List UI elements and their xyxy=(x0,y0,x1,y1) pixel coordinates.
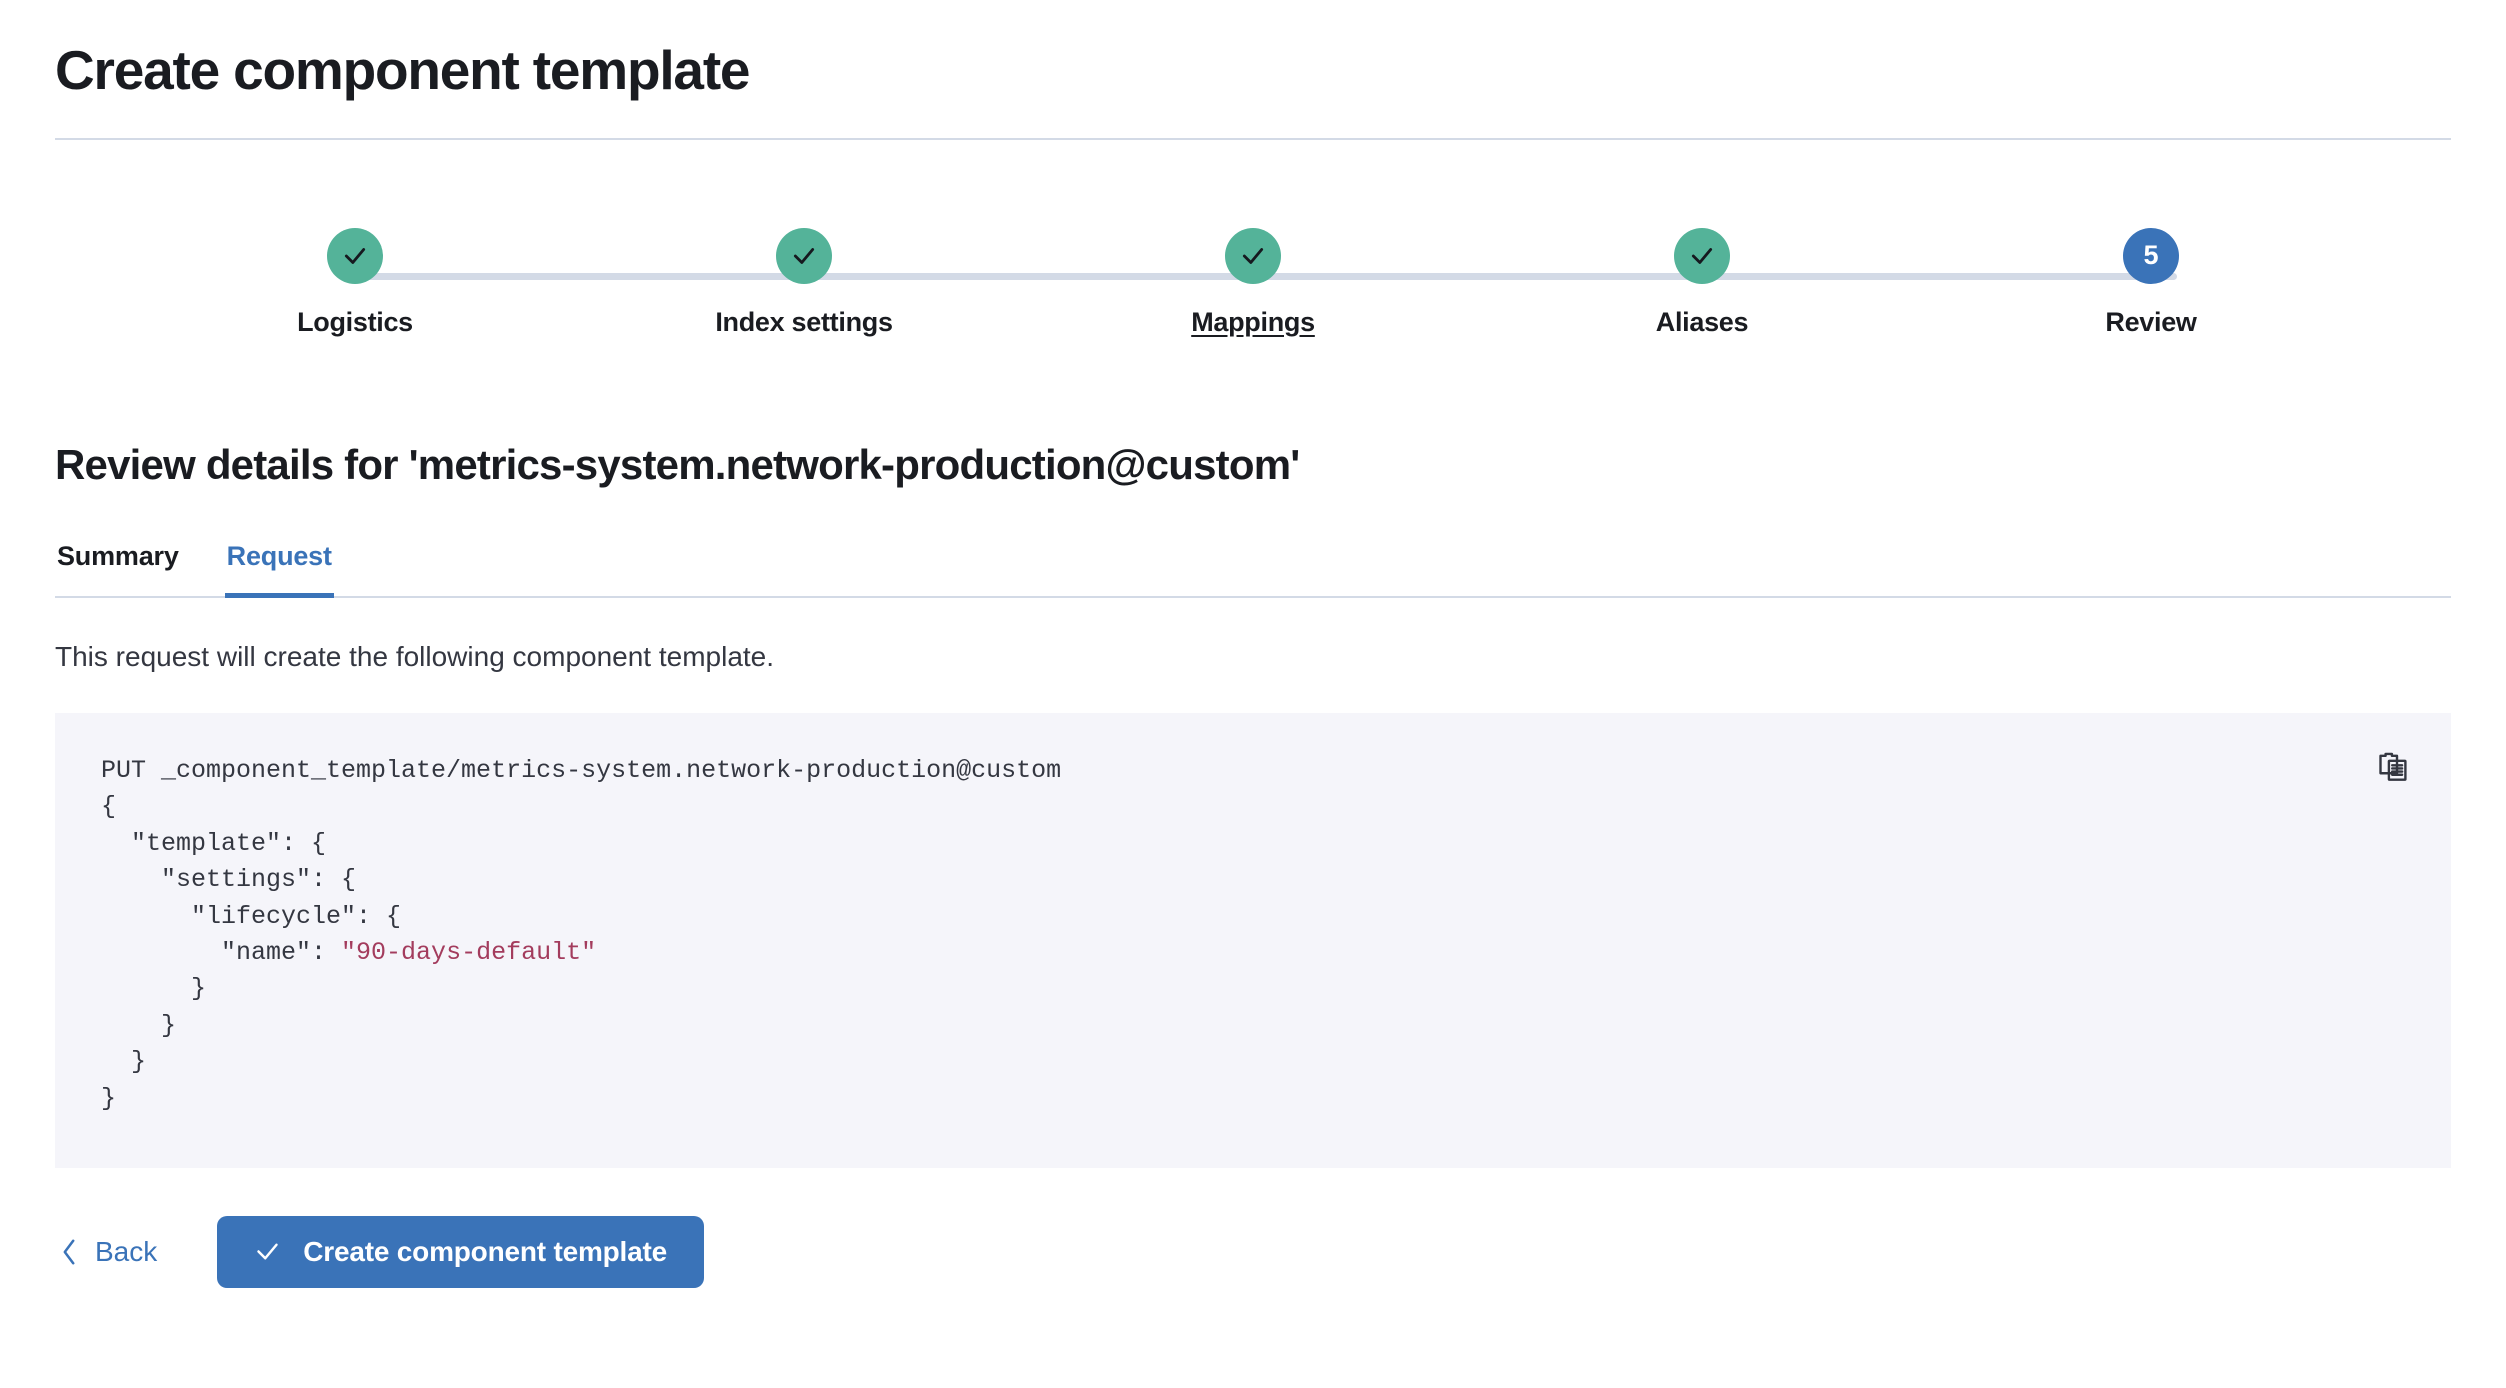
step-label: Mappings xyxy=(1191,306,1315,337)
step-number: 5 xyxy=(2143,240,2159,270)
stepper-steps: Logistics Index settings Mappings Aliase… xyxy=(55,227,2451,338)
request-description: This request will create the following c… xyxy=(55,640,775,672)
wizard-footer-actions: Back Create component template xyxy=(55,1215,2451,1288)
request-body-line: } xyxy=(101,1010,177,1040)
chevron-left-icon xyxy=(63,1239,75,1265)
request-code-panel: PUT _component_template/metrics-system.n… xyxy=(55,712,2451,1168)
check-icon xyxy=(344,247,366,264)
back-button-label: Back xyxy=(95,1235,158,1267)
request-body-line: "lifecycle": { xyxy=(101,901,402,931)
step-status-circle xyxy=(1674,227,1730,284)
step-label: Review xyxy=(2105,306,2197,337)
request-code-block: PUT _component_template/metrics-system.n… xyxy=(101,753,2405,1117)
wizard-stepper: Logistics Index settings Mappings Aliase… xyxy=(55,227,2451,368)
request-body-line: } xyxy=(101,974,207,1004)
stepper-step-logistics[interactable]: Logistics xyxy=(295,227,415,338)
step-status-circle: 5 xyxy=(2123,227,2179,284)
check-icon xyxy=(1242,247,1264,264)
stepper-step-mappings[interactable]: Mappings xyxy=(1191,227,1315,338)
check-icon xyxy=(257,1243,278,1260)
create-component-template-button[interactable]: Create component template xyxy=(217,1215,704,1288)
review-heading: Review details for 'metrics-system.netwo… xyxy=(55,440,1300,488)
request-body-line: "template": { xyxy=(101,828,327,858)
request-body-line: "settings": { xyxy=(101,865,357,895)
page-title: Create component template xyxy=(55,39,751,101)
step-status-circle xyxy=(776,227,832,284)
review-tabs: Summary Request xyxy=(55,541,2451,598)
step-status-circle xyxy=(327,227,383,284)
step-status-circle xyxy=(1225,227,1281,284)
step-label: Index settings xyxy=(715,306,893,337)
check-icon xyxy=(793,247,815,264)
step-label: Logistics xyxy=(297,306,413,337)
title-divider xyxy=(55,137,2451,140)
request-method-line: PUT _component_template/metrics-system.n… xyxy=(101,755,1062,785)
stepper-step-index-settings[interactable]: Index settings xyxy=(715,227,893,338)
tab-summary[interactable]: Summary xyxy=(57,540,179,571)
request-body-line: } xyxy=(101,1083,117,1113)
copy-clipboard-icon xyxy=(2379,752,2407,781)
back-button[interactable]: Back xyxy=(55,1230,161,1274)
request-body-line: } xyxy=(101,1047,147,1077)
request-body-line: "name": xyxy=(101,938,342,968)
step-label: Aliases xyxy=(1655,306,1749,337)
create-component-template-button-label: Create component template xyxy=(303,1235,667,1267)
stepper-step-aliases[interactable]: Aliases xyxy=(1642,227,1762,338)
stepper-step-review[interactable]: 5 Review xyxy=(2091,227,2211,338)
request-body-line: { xyxy=(101,792,117,822)
tab-request[interactable]: Request xyxy=(224,541,334,598)
copy-to-clipboard-button[interactable] xyxy=(2373,747,2415,789)
check-icon xyxy=(1691,247,1713,264)
lifecycle-name-value: "90-days-default" xyxy=(341,938,597,968)
